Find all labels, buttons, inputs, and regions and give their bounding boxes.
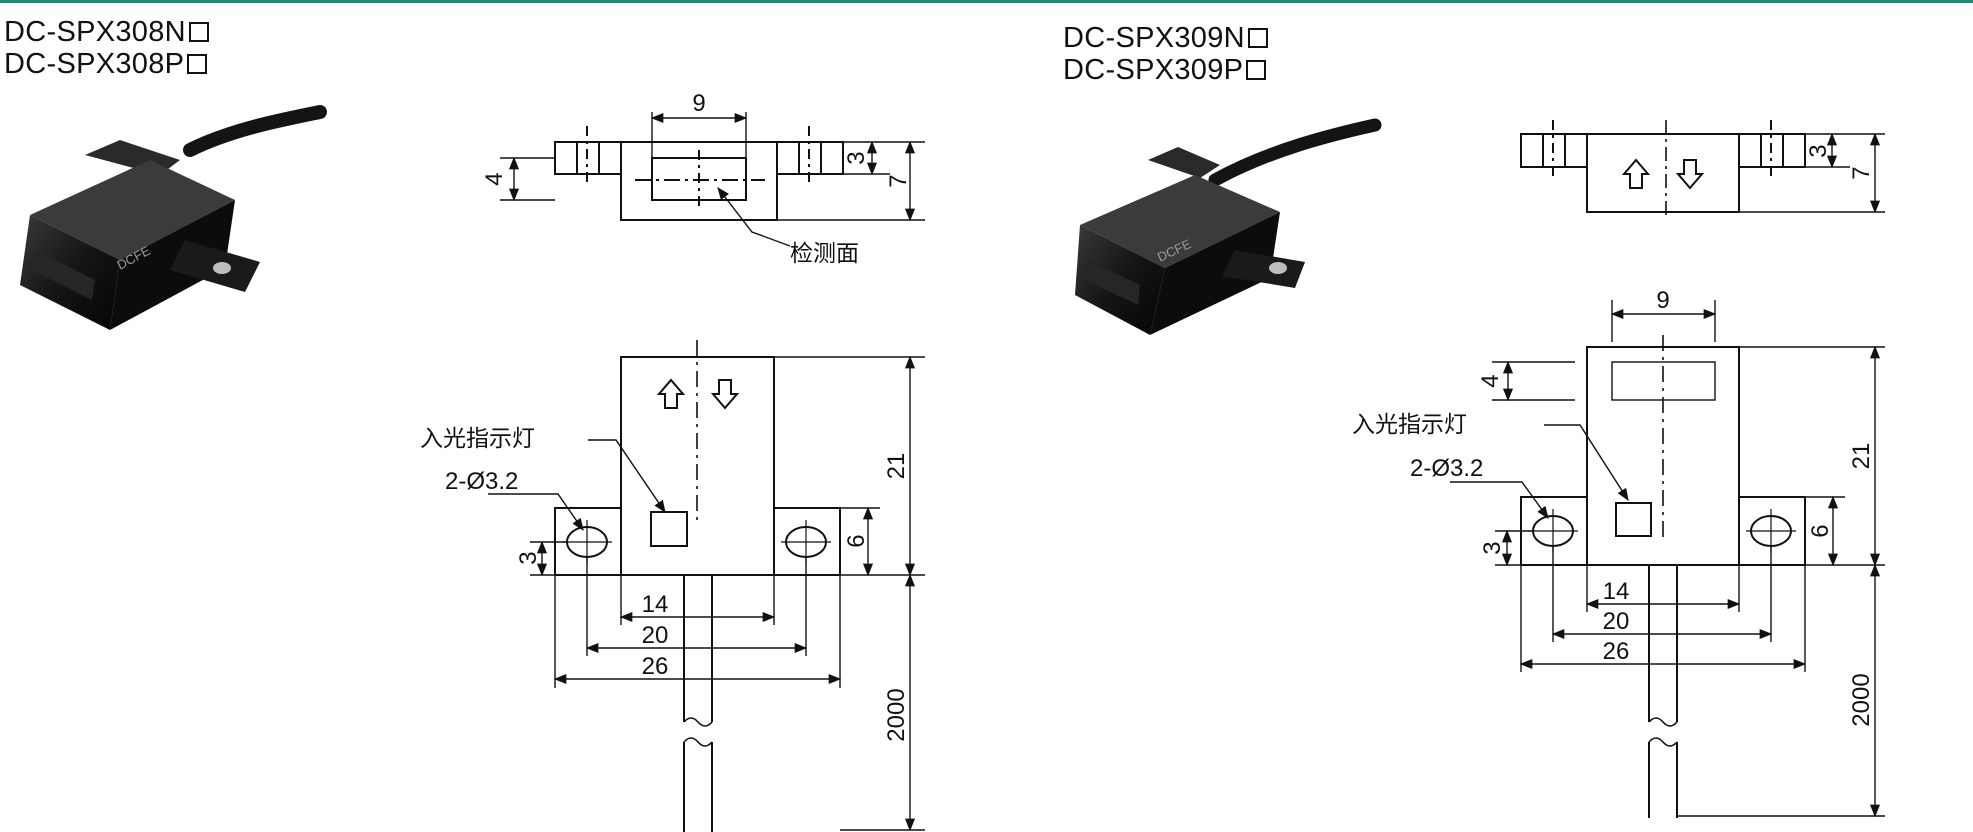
dim-height-left: 21 (883, 453, 910, 480)
dim-pitch-left: 20 (642, 622, 669, 649)
dim-height-right: 21 (1848, 443, 1875, 470)
dim-hole-height-right: 6 (1807, 524, 1834, 537)
option-box-icon (1246, 60, 1267, 80)
model-name-308p: DC-SPX308P (4, 48, 209, 80)
dim-pitch-right: 20 (1603, 608, 1630, 635)
front-view-left (488, 340, 925, 832)
dim-window-height-right: 4 (1477, 374, 1504, 387)
dim-total-width-left: 26 (642, 653, 669, 680)
model-name-308n: DC-SPX308N (4, 16, 209, 48)
dim-hole-height-left: 6 (843, 534, 870, 547)
dim-top-height-right: 7 (1848, 166, 1875, 179)
model-name-309p: DC-SPX309P (1063, 54, 1268, 86)
label-holes-right: 2-Ø3.2 (1410, 455, 1483, 482)
label-indicator-left: 入光指示灯 (420, 426, 535, 452)
top-view-left (500, 112, 925, 247)
top-view-right (1520, 120, 1885, 218)
model-title-left: DC-SPX308N DC-SPX308P (4, 16, 209, 80)
sensor-photo-left: DCFE (20, 105, 327, 330)
dim-cable-right: 2000 (1848, 673, 1875, 726)
dim-inner-width-right: 14 (1603, 578, 1630, 605)
model-name-309n: DC-SPX309N (1063, 22, 1268, 54)
top-accent-line (0, 0, 1973, 3)
dim-top-height-left: 7 (885, 174, 912, 187)
front-view-right (1450, 300, 1885, 818)
dim-inner-width-left: 14 (642, 591, 669, 618)
dim-total-width-right: 26 (1603, 638, 1630, 665)
model-title-right: DC-SPX309N DC-SPX309P (1063, 22, 1268, 86)
sensor-photo-right: DCFE (1075, 118, 1382, 335)
dim-window-width-right: 9 (1656, 287, 1669, 314)
dim-window-width-left: 9 (692, 90, 705, 117)
dim-cable-left: 2000 (883, 688, 910, 741)
dim-flange-height-right: 3 (1805, 144, 1832, 157)
dim-hole-offset-left: 3 (515, 551, 542, 564)
dim-flange-height-left: 3 (843, 151, 870, 164)
option-box-icon (187, 54, 208, 74)
dim-window-height-left: 4 (481, 172, 508, 185)
label-indicator-right: 入光指示灯 (1352, 412, 1467, 438)
label-sensing-face: 检测面 (790, 241, 859, 267)
dim-hole-offset-right: 3 (1479, 541, 1506, 554)
label-holes-left: 2-Ø3.2 (445, 468, 518, 495)
option-box-icon (1247, 28, 1268, 48)
option-box-icon (188, 22, 209, 42)
